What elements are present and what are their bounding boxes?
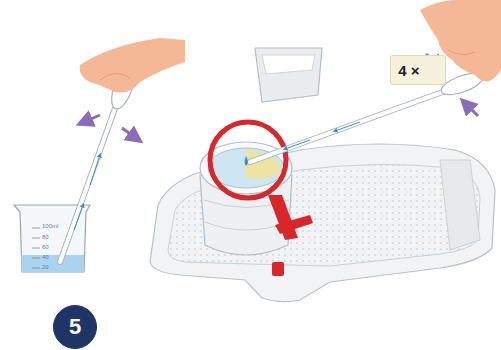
dose-label: 4 × <box>398 62 419 79</box>
scale-mark: 100ml <box>42 223 58 230</box>
left-pipette <box>60 38 185 262</box>
step-label: 5 <box>69 314 81 340</box>
magnifier <box>210 122 313 240</box>
scale-mark: 80 <box>42 234 49 241</box>
scale-mark: 60 <box>42 244 49 251</box>
tray <box>150 48 495 302</box>
right-pipette <box>245 0 501 166</box>
scale-mark: 20 <box>42 264 49 271</box>
scale-mark: 40 <box>42 254 49 261</box>
step-number: 5 <box>53 305 97 349</box>
dose-box: 4 × <box>390 55 446 85</box>
